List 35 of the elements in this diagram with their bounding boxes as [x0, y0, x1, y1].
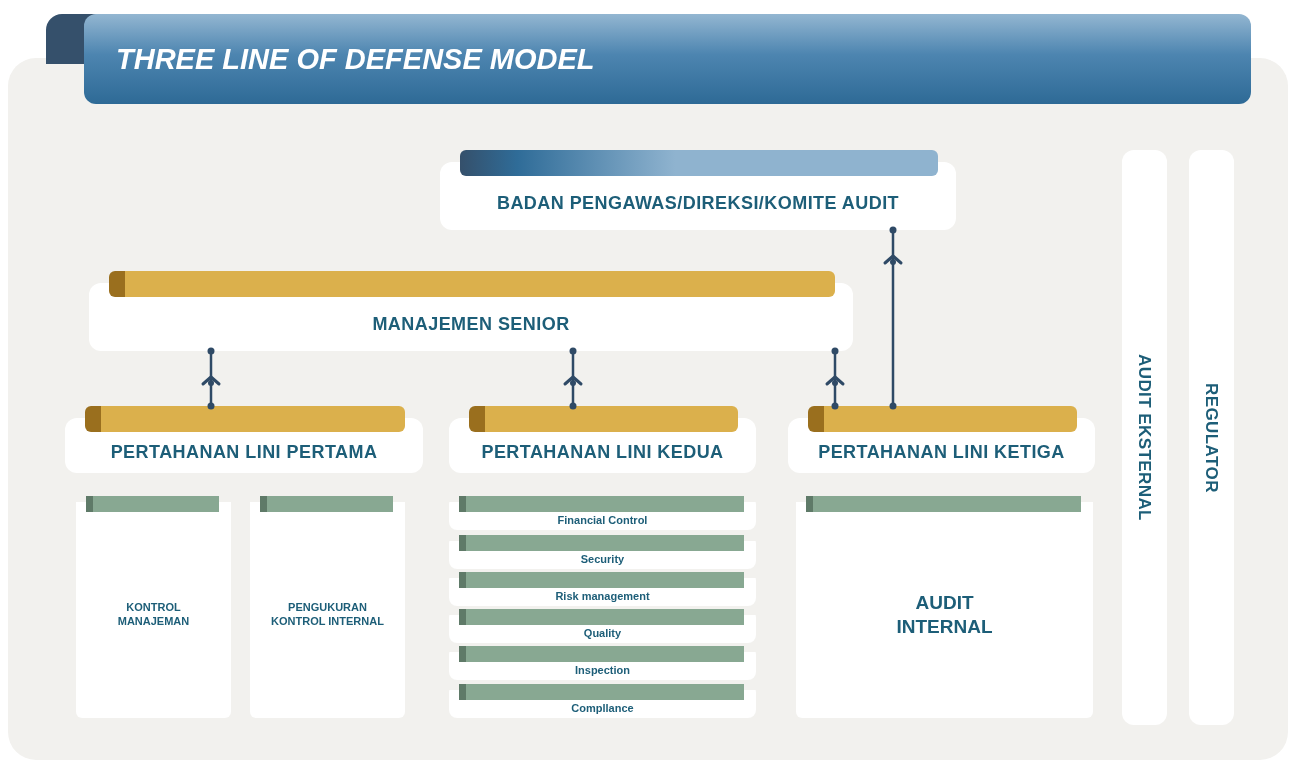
category-text: PENGUKURAN KONTROL INTERNAL: [270, 601, 385, 629]
category-text: Financial Control: [557, 512, 648, 528]
category-strip: [449, 535, 756, 569]
category-strip: [449, 609, 756, 643]
heading-card: [89, 271, 853, 351]
connector-arrow: [825, 346, 845, 410]
column-text: REGULATOR: [1201, 382, 1223, 493]
heading-text: BADAN PENGAWAS/DIREKSI/KOMITE AUDIT: [496, 191, 900, 215]
category-strip: [449, 496, 756, 530]
connector-arrow: [201, 346, 221, 410]
heading-text: PERTAHANAN LINI PERTAMA: [110, 441, 378, 464]
connector-arrow: [563, 346, 583, 410]
heading-card: [788, 406, 1095, 473]
category-strip: [449, 684, 756, 718]
column-text: AUDIT EKSTERNAL: [1134, 354, 1156, 521]
category-text: AUDIT INTERNAL: [895, 591, 994, 639]
heading-card: [449, 406, 756, 473]
heading-text: MANAJEMEN SENIOR: [372, 312, 570, 336]
heading-text: PERTAHANAN LINI KEDUA: [481, 441, 724, 464]
category-strip: [449, 646, 756, 680]
connector-arrow: [883, 225, 903, 410]
heading-card: [440, 150, 956, 230]
category-text: Compllance: [571, 700, 634, 716]
category-text: Security: [580, 551, 625, 567]
category-strip: [449, 572, 756, 606]
title: THREE LINE OF DEFENSE MODEL: [116, 42, 595, 77]
category-text: Inspection: [575, 662, 630, 678]
category-text: Quality: [583, 625, 622, 641]
category-card: [796, 496, 1093, 718]
category-card: [250, 496, 405, 718]
heading-card: [65, 406, 423, 473]
category-text: KONTROL MANAJEMAN: [116, 601, 191, 629]
category-text: Risk management: [555, 588, 650, 604]
heading-text: PERTAHANAN LINI KETIGA: [818, 441, 1065, 464]
category-card: [76, 496, 231, 718]
